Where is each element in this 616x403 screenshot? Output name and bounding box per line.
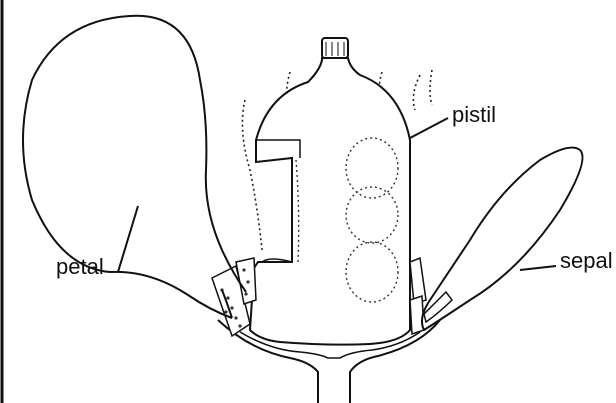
stamen-right-2: [413, 75, 420, 110]
petal-leader: [118, 206, 138, 272]
pistil-body: [250, 58, 410, 345]
sepal-label: sepal: [560, 248, 613, 273]
pistil-leader: [410, 118, 448, 138]
petal-label: petal: [56, 254, 104, 279]
left-attachment: [212, 258, 256, 336]
sepal-leader: [520, 266, 556, 270]
pistil-label: pistil: [452, 102, 496, 127]
stamen-left-1: [242, 100, 262, 250]
stamen-right-3: [430, 70, 432, 105]
